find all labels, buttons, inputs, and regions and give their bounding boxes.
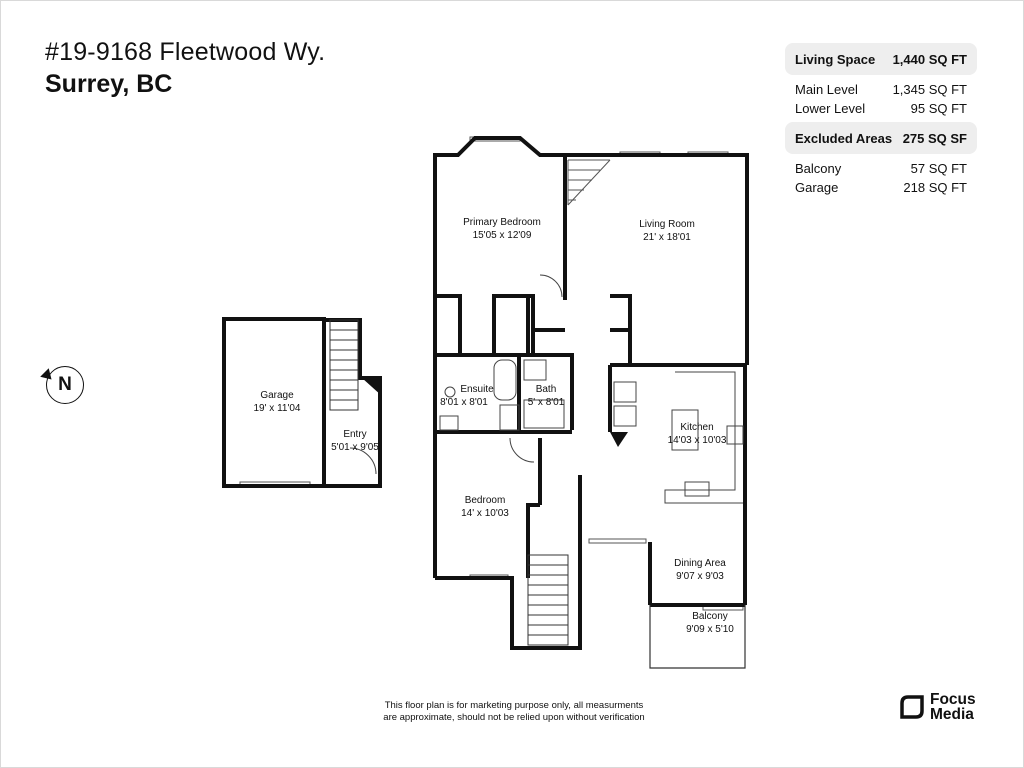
room-dims-garage: 19' x 11'04: [253, 403, 300, 414]
stairs: [329, 319, 569, 646]
balcony-row: Balcony 57 SQ FT: [785, 159, 977, 178]
address-city: Surrey, BC: [45, 70, 173, 98]
excluded-areas-label: Excluded Areas: [795, 130, 893, 146]
counter-corner-mark: [610, 432, 628, 447]
brand-line-2: Media: [930, 706, 974, 723]
compass-letter: N: [58, 374, 72, 395]
lower-level-row: Lower Level 95 SQ FT: [785, 99, 977, 118]
disclaimer: This floor plan is for marketing purpose…: [380, 700, 648, 724]
row-value: 95 SQ FT: [910, 101, 967, 116]
room-dims-bath: 5' x 8'01: [528, 397, 565, 408]
living-space-value: 1,440 SQ FT: [892, 51, 967, 67]
disclaimer-line-2: are approximate, should not be relied up…: [383, 712, 645, 723]
brand-line-1: Focus: [930, 691, 976, 708]
garage-row: Garage 218 SQ FT: [785, 178, 977, 197]
excluded-areas-header: Excluded Areas 275 SQ SF: [785, 122, 977, 154]
row-label: Garage: [795, 180, 839, 195]
area-summary: Living Space 1,440 SQ FT Main Level 1,34…: [785, 43, 977, 197]
excluded-areas-value: 275 SQ SF: [902, 130, 967, 146]
address-street: #19-9168 Fleetwood Wy.: [45, 38, 326, 66]
stair-hatch: [567, 159, 611, 206]
north-compass: N: [46, 366, 84, 404]
room-dims-bedroom: 14' x 10'03: [461, 508, 509, 519]
room-dims-primary-bedroom: 15'05 x 12'09: [473, 230, 532, 241]
balcony-outline: [649, 605, 746, 669]
walls: [222, 136, 749, 650]
room-name-entry: Entry: [343, 429, 366, 440]
room-name-ensuite: Ensuite: [460, 384, 494, 395]
room-dims-entry: 5'01 x 9'05: [331, 442, 379, 453]
room-dims-living-room: 21' x 18'01: [643, 232, 691, 243]
living-space-label: Living Space: [795, 51, 876, 67]
room-name-balcony: Balcony: [692, 611, 728, 622]
room-dims-ensuite: 8'01 x 8'01: [440, 397, 488, 408]
row-value: 57 SQ FT: [910, 161, 967, 176]
living-space-header: Living Space 1,440 SQ FT: [785, 43, 977, 75]
row-label: Main Level: [795, 82, 858, 97]
brand-wordmark: Focus Media: [930, 691, 976, 723]
room-name-primary-bedroom: Primary Bedroom: [463, 217, 541, 228]
room-name-garage: Garage: [260, 390, 294, 401]
entry-corner-mark: [362, 378, 382, 396]
row-label: Lower Level: [795, 101, 866, 116]
room-dims-kitchen: 14'03 x 10'03: [668, 435, 727, 446]
main-level-row: Main Level 1,345 SQ FT: [785, 80, 977, 99]
room-name-dining-area: Dining Area: [674, 558, 726, 569]
brand-mark-icon: [900, 695, 924, 719]
room-dims-dining-area: 9'07 x 9'03: [676, 571, 724, 582]
room-name-bedroom: Bedroom: [465, 495, 506, 506]
room-dims-balcony: 9'09 x 5'10: [686, 624, 734, 635]
room-labels: Primary Bedroom 15'05 x 12'09 Living Roo…: [253, 217, 734, 635]
room-name-kitchen: Kitchen: [680, 422, 713, 433]
window-marks: [239, 136, 744, 611]
room-name-living-room: Living Room: [639, 219, 695, 230]
row-label: Balcony: [795, 161, 842, 176]
room-name-bath: Bath: [536, 384, 557, 395]
disclaimer-line-1: This floor plan is for marketing purpose…: [384, 700, 644, 711]
brand-logo: Focus Media: [899, 692, 976, 722]
row-value: 218 SQ FT: [903, 180, 967, 195]
row-value: 1,345 SQ FT: [892, 82, 967, 97]
fixtures: [349, 274, 744, 504]
